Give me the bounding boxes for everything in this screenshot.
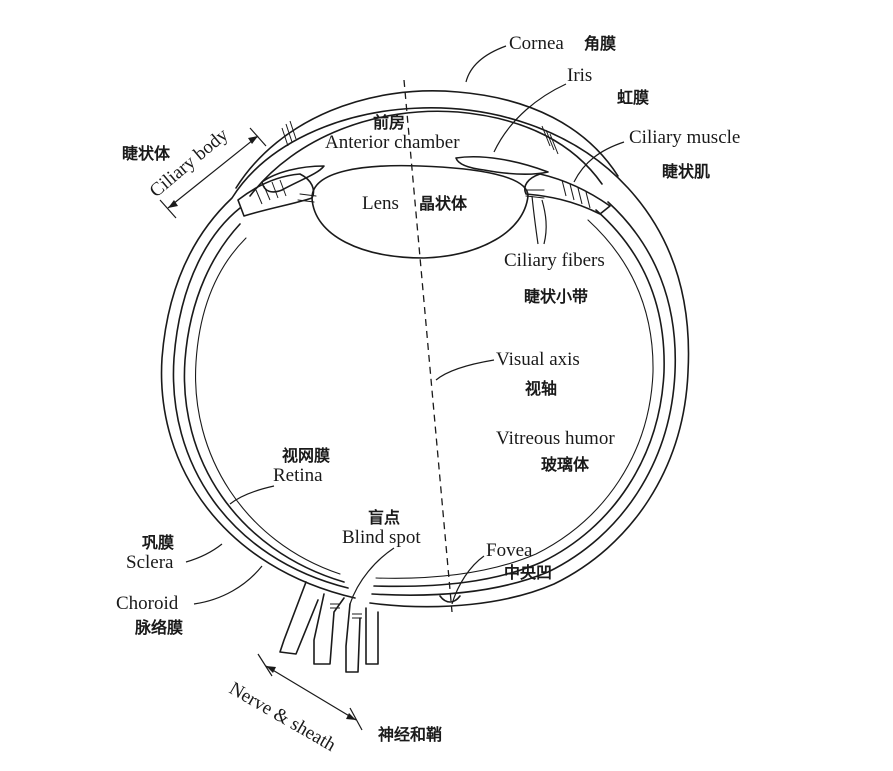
ciliary-muscle-label-en: Ciliary muscle: [629, 127, 740, 148]
cornea-label-zh: 角膜: [584, 34, 616, 53]
retina-label-en: Retina: [273, 465, 323, 486]
ciliary-body-left: [237, 173, 315, 217]
lens-label-zh: 晶状体: [419, 194, 468, 213]
nerve-sheath-label-en: Nerve & sheath: [226, 678, 340, 756]
blind-spot-leader: [349, 547, 395, 605]
eyeball-wall: [160, 107, 690, 608]
ciliary-fibers-label-en: Ciliary fibers: [504, 250, 605, 271]
ciliary-muscle-hatching: [561, 179, 591, 209]
visual-axis-line: [403, 79, 453, 613]
blind-spot-hatching: [330, 603, 362, 619]
nerve-sheath-label-zh: 神经和鞘: [378, 725, 442, 744]
ciliary-fibers-label-zh: 睫状小带: [524, 287, 588, 306]
iris: [261, 155, 549, 193]
choroid-label-en: Choroid: [116, 593, 179, 614]
choroid-leader: [193, 565, 263, 605]
retina-label-zh: 视网膜: [282, 446, 330, 465]
anterior-chamber-label-zh: 前房: [373, 113, 405, 132]
visual-axis-label-en: Visual axis: [496, 349, 580, 370]
nerve-sheath-left-outer: [279, 581, 319, 655]
retina-leader: [229, 485, 275, 505]
cornea: [235, 90, 619, 197]
ciliary-body-left-hatching: [255, 179, 287, 205]
fovea-label-zh: 中央凹: [504, 563, 552, 582]
choroid-outer: [172, 201, 677, 596]
visual-axis-label-zh: 视轴: [525, 379, 557, 398]
cornea-outer: [235, 90, 619, 189]
leader-lines: [185, 45, 625, 605]
sclera-outer: [160, 107, 690, 608]
iris-label-en: Iris: [567, 65, 592, 86]
visual-axis-leader: [435, 359, 495, 381]
cornea-limbus-hatching: [281, 120, 559, 155]
fovea-leader: [451, 555, 485, 605]
ciliary-body: [237, 173, 611, 217]
nerve-sheath-bracket: [257, 653, 363, 731]
retina-outer: [183, 209, 665, 588]
blind-spot-label-zh: 盲点: [368, 508, 400, 527]
sclera-label-en: Sclera: [126, 552, 174, 573]
ciliary-muscle-label-zh: 睫状肌: [662, 162, 710, 181]
sclera-label-zh: 巩膜: [142, 533, 174, 552]
nerve-sheath-right-outer: [365, 607, 379, 665]
anterior-chamber-label-en: Anterior chamber: [325, 132, 460, 153]
cornea-label-en: Cornea: [509, 33, 564, 54]
cornea-leader: [465, 45, 507, 83]
iris-right: [455, 155, 549, 175]
ciliary-fibers-leader-1: [531, 195, 539, 245]
iris-left: [261, 165, 325, 193]
ciliary-fibers: [297, 189, 545, 203]
fovea-pit: [439, 595, 461, 603]
iris-label-zh: 虹膜: [617, 88, 649, 107]
nerve-sheath-right-inner: [345, 603, 361, 673]
fovea-label-en: Fovea: [486, 540, 533, 561]
ciliary-fibers-leader-2: [541, 199, 547, 245]
choroid-label-zh: 脉络膜: [134, 618, 183, 637]
ciliary-body-label-zh: 睫状体: [122, 144, 171, 163]
optic-nerve: [279, 581, 379, 673]
vitreous-humor-label-en: Vitreous humor: [496, 428, 615, 449]
ciliary-body-right: [524, 173, 611, 215]
vitreous-humor-label-zh: 玻璃体: [541, 455, 590, 474]
sclera-leader: [185, 543, 223, 563]
blind-spot-label-en: Blind spot: [342, 527, 421, 548]
ciliary-muscle-leader: [573, 141, 625, 183]
nerve-sheath-left-inner: [313, 593, 345, 665]
lens-label-en: Lens: [362, 193, 399, 214]
cornea-inner: [249, 110, 603, 197]
retina-inner: [195, 219, 654, 579]
ciliary-body-bracket: [159, 127, 267, 219]
iris-leader: [493, 83, 567, 153]
